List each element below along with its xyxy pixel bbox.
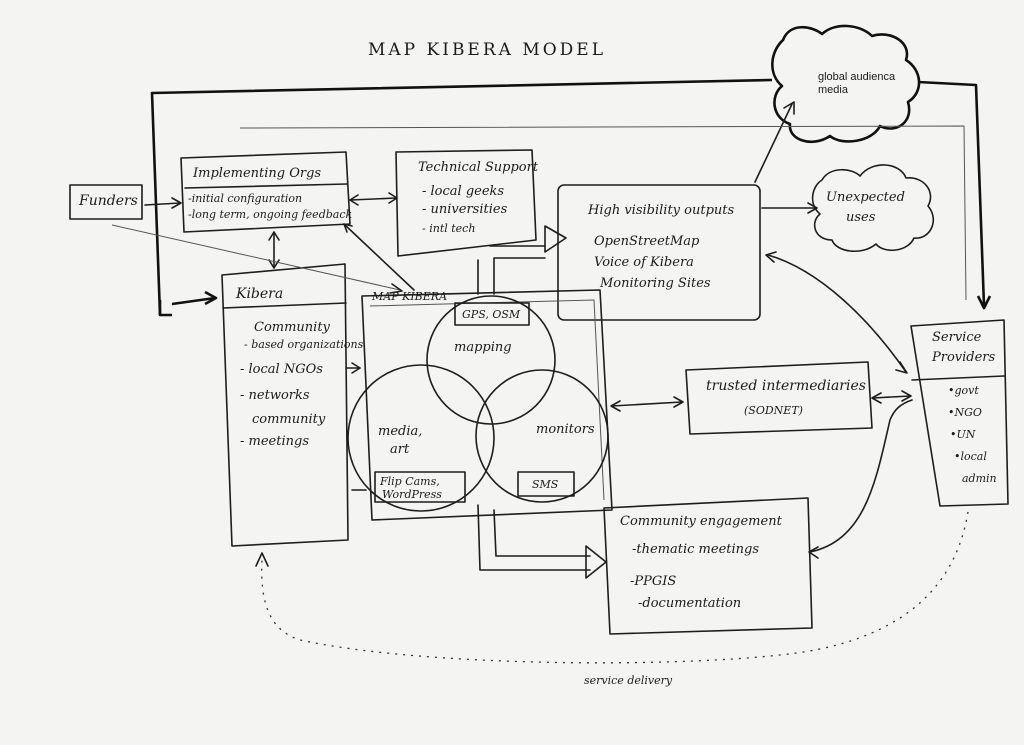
page-title: MAP KIBERA MODEL (368, 40, 606, 60)
flipcams-label: WordPress (382, 488, 442, 501)
high-visibility-box (557, 184, 761, 321)
loop-to-kibera-head (204, 290, 218, 306)
service-providers-item: •NGO (948, 406, 982, 419)
kibera-item: - based organizations (244, 338, 364, 351)
trusted-title: trusted intermediaries (706, 378, 866, 394)
map-kibera-frame (361, 289, 613, 521)
global-audience-cloud (771, 24, 921, 143)
loop-right (917, 80, 986, 307)
implementing-item: -long term, ongoing feedback (188, 208, 353, 221)
media-label: media, (378, 424, 423, 439)
technical-item: - local geeks (422, 184, 505, 199)
service-providers-item: •local (954, 450, 987, 463)
kibera-title: Kibera (236, 286, 284, 302)
kibera-item: Community (254, 320, 330, 335)
trusted-box (685, 361, 873, 435)
flipcams-box (374, 471, 466, 503)
community-engagement-box (603, 497, 813, 635)
global-audience-label: media (818, 84, 848, 96)
map-kibera-label: MAP KIBERA (372, 290, 448, 303)
technical-box (395, 149, 537, 257)
loop-to-kibera (171, 296, 216, 306)
technical-item: - universities (422, 202, 508, 217)
implementing-item: -initial configuration (188, 192, 303, 205)
gps-osm-label: GPS, OSM (462, 308, 521, 321)
high-visibility-item: OpenStreetMap (594, 234, 700, 249)
technical-item: - intl tech (422, 222, 476, 235)
global-audience-label: global audienca (818, 71, 896, 83)
high-visibility-item: Voice of Kibera (594, 255, 694, 270)
service-providers-item: •govt (948, 384, 979, 397)
monitors-label: monitors (536, 422, 595, 437)
service-providers-item: •UN (950, 428, 976, 441)
sms-box (517, 471, 575, 497)
high-visibility-title: High visibility outputs (588, 203, 735, 218)
engagement-item: -thematic meetings (632, 542, 760, 557)
arrow-to-engagement (585, 545, 607, 579)
loop-right-head (976, 295, 992, 310)
trusted-sub: (SODNET) (744, 404, 803, 417)
media-circle (347, 364, 495, 512)
kibera-item: - local NGOs (240, 362, 323, 377)
service-providers-item: admin (962, 472, 997, 485)
mapping-circle (426, 295, 556, 425)
kibera-box (221, 263, 349, 547)
service-providers-box (910, 319, 1009, 507)
engagement-item: -PPGIS (630, 574, 677, 589)
funders-label: Funders (79, 193, 138, 209)
service-providers-title: Providers (932, 350, 996, 365)
media-label: art (390, 442, 410, 457)
unexpected-label: Unexpected (826, 190, 905, 205)
funders-box (69, 184, 143, 220)
kibera-item: - meetings (240, 434, 309, 449)
technical-title: Technical Support (418, 160, 539, 175)
engagement-item: -documentation (638, 596, 742, 611)
implementing-box (180, 151, 351, 233)
unexpected-uses-cloud (811, 164, 934, 252)
gps-box (454, 302, 530, 326)
monitors-circle (475, 369, 609, 503)
engagement-title: Community engagement (620, 514, 782, 529)
service-delivery-label: service delivery (584, 674, 673, 687)
kibera-item: community (252, 412, 326, 427)
arrow-to-high-visibility (544, 225, 567, 253)
implementing-title: Implementing Orgs (193, 166, 322, 181)
unexpected-label: uses (846, 210, 876, 225)
sms-label: SMS (532, 478, 559, 491)
service-providers-title: Service (932, 330, 982, 345)
kibera-item: - networks (240, 388, 310, 403)
flipcams-label: Flip Cams, (380, 475, 440, 488)
mapping-label: mapping (454, 340, 512, 355)
service-delivery-loop (261, 511, 969, 664)
high-visibility-item: Monitoring Sites (600, 276, 711, 291)
